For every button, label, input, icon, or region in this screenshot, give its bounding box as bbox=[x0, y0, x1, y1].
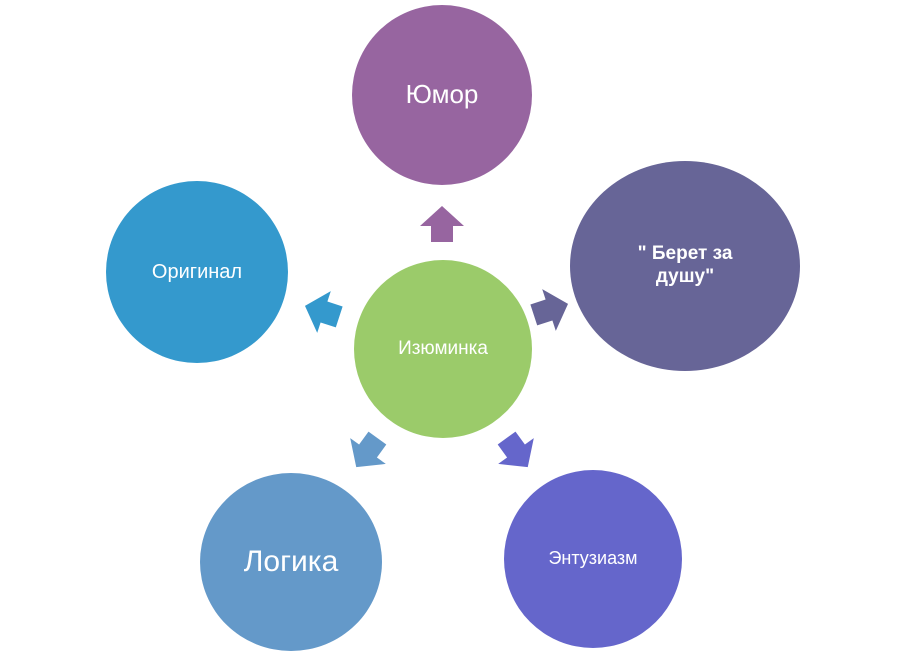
node-logic-label: Логика bbox=[243, 545, 339, 578]
arrow-to-logic bbox=[350, 431, 387, 468]
arrow-to-humor bbox=[420, 206, 464, 242]
node-beret-label: " Берет за душу" bbox=[637, 243, 733, 287]
node-beret: " Берет за душу" bbox=[570, 161, 800, 371]
node-humor: Юмор bbox=[352, 5, 532, 185]
node-original-label: Оригинал bbox=[151, 261, 243, 283]
node-center-label: Изюминка bbox=[398, 337, 488, 359]
node-logic: Логика bbox=[200, 473, 382, 651]
node-enthusiasm-label: Энтузиазм bbox=[548, 548, 638, 569]
node-center: Изюминка bbox=[354, 260, 532, 438]
arrow-to-enthusiasm bbox=[497, 431, 534, 468]
node-humor-label: Юмор bbox=[405, 79, 479, 110]
arrow-to-beret bbox=[530, 289, 569, 331]
arrow-to-original bbox=[304, 291, 343, 333]
node-enthusiasm: Энтузиазм bbox=[504, 470, 682, 648]
node-original: Оригинал bbox=[106, 181, 288, 363]
